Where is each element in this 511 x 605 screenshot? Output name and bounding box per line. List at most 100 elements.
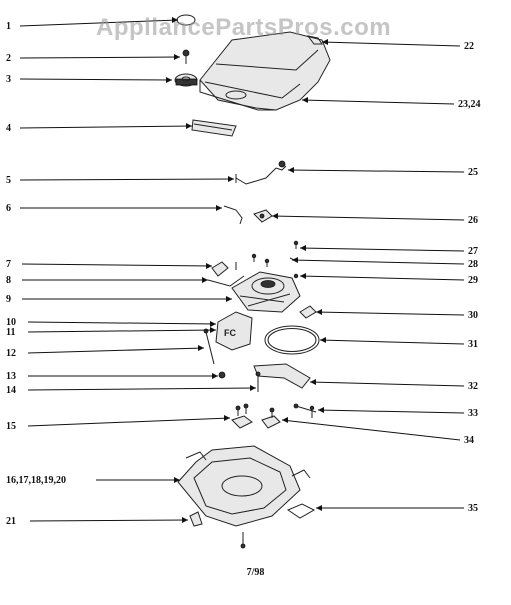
leader-arrow-right-12: [316, 505, 322, 511]
leader-arrow-left-2: [166, 77, 172, 83]
part-31-gasket: [264, 325, 320, 355]
callout-label-right-0: 22: [464, 41, 474, 52]
part-7-8-bracket: [207, 261, 245, 287]
callout-label-right-4: 27: [468, 246, 478, 257]
leader-line-left-14: [27, 417, 231, 427]
leader-line-right-1: [301, 99, 455, 105]
leader-line-right-8: [319, 339, 465, 345]
leader-line-right-2: [287, 169, 465, 173]
leader-line-right-6: [299, 275, 465, 281]
callout-label-left-11: 12: [6, 348, 16, 359]
leader-arrow-left-16: [182, 517, 188, 523]
leader-arrow-right-0: [322, 39, 328, 45]
callout-label-right-6: 29: [468, 275, 478, 286]
leader-line-left-1: [19, 56, 181, 59]
callout-label-left-12: 13: [6, 371, 16, 382]
leader-arrow-right-3: [272, 213, 278, 219]
callout-label-left-10: 11: [6, 327, 15, 338]
callout-label-right-2: 25: [468, 167, 478, 178]
leader-line-left-4: [19, 178, 235, 181]
callout-label-right-1: 23,24: [458, 99, 481, 110]
part-6-26-switch: [223, 205, 273, 225]
leader-line-left-10: [27, 329, 217, 333]
part-31-gasket-inner: [267, 328, 317, 352]
part-22-clip: [306, 35, 323, 45]
leader-arrow-left-3: [186, 123, 192, 129]
leader-arrow-left-14: [224, 415, 230, 421]
leader-arrow-right-9: [310, 379, 316, 385]
callout-label-left-9: 10: [6, 317, 16, 328]
callout-label-right-11: 34: [464, 435, 474, 446]
callout-label-left-13: 14: [6, 385, 16, 396]
leader-arrow-right-10: [318, 407, 324, 413]
callout-label-left-14: 15: [6, 421, 16, 432]
callout-label-left-0: 1: [6, 21, 11, 32]
callout-label-left-3: 4: [6, 123, 11, 134]
callout-label-left-4: 5: [6, 175, 11, 186]
leader-arrow-right-7: [316, 309, 322, 315]
leader-line-left-11: [27, 347, 205, 354]
leader-lines: [19, 17, 465, 523]
callout-label-right-12: 35: [468, 503, 478, 514]
leader-arrow-left-8: [226, 296, 232, 302]
leader-arrow-left-5: [216, 205, 222, 211]
part-bottom-screw: [240, 532, 246, 549]
part-15-bushing: [231, 403, 253, 429]
part-5-25-lever: [235, 160, 287, 185]
leader-arrow-right-1: [302, 97, 308, 103]
leader-line-left-2: [19, 78, 173, 81]
leader-line-left-3: [19, 125, 193, 129]
callout-label-left-15: 16,17,18,19,20: [6, 475, 66, 486]
callout-label-left-7: 8: [6, 275, 11, 286]
leader-arrow-right-2: [288, 167, 294, 173]
leader-line-right-5: [291, 259, 465, 265]
leader-line-left-16: [29, 519, 189, 522]
leader-line-left-0: [19, 19, 179, 27]
leader-line-left-9: [27, 321, 217, 325]
leader-arrow-left-11: [198, 345, 204, 351]
part-35-flap: [286, 503, 316, 519]
leader-arrow-left-6: [206, 263, 212, 269]
callout-label-right-3: 26: [468, 215, 478, 226]
part-16-20-base: [177, 445, 311, 527]
callout-label-right-8: 31: [468, 339, 478, 350]
part-2-screw: [182, 49, 190, 64]
callout-label-right-10: 33: [468, 408, 478, 419]
leader-arrow-right-4: [300, 245, 306, 251]
part-9-motor: [231, 271, 301, 313]
leader-arrow-right-5: [292, 257, 298, 263]
leader-arrow-left-10: [210, 327, 216, 333]
part-34-bracket: [261, 407, 281, 429]
leader-line-left-13: [27, 387, 257, 391]
part-30-clip: [299, 305, 317, 319]
svg-text:FC: FC: [224, 328, 236, 338]
callout-label-right-7: 30: [468, 310, 478, 321]
leader-arrow-left-1: [174, 54, 180, 60]
callout-label-left-5: 6: [6, 203, 11, 214]
callout-labels-right: 22 23,24 25 26 27 28 29 30 31 32 33 34 35: [458, 41, 481, 514]
callout-label-right-5: 28: [468, 259, 478, 270]
part-33-bolts: [293, 403, 317, 418]
leader-line-right-0: [321, 41, 461, 47]
callout-label-left-2: 3: [6, 74, 11, 85]
leader-arrow-left-0: [172, 17, 178, 23]
callout-label-left-1: 2: [6, 53, 11, 64]
callout-label-right-9: 32: [468, 381, 478, 392]
leader-arrow-left-13: [250, 385, 256, 391]
callout-label-left-6: 7: [6, 259, 11, 270]
leader-arrow-left-4: [228, 176, 234, 182]
leader-arrow-left-12: [212, 373, 218, 379]
part-21-latch: [189, 511, 203, 527]
part-3-gear: [174, 73, 198, 87]
leader-line-right-3: [271, 215, 465, 221]
leader-arrow-right-11: [282, 417, 288, 423]
part-4-filter: [191, 119, 237, 137]
part-23-24-cover: [199, 31, 331, 111]
page-footer-date: 7/98: [246, 567, 265, 578]
leader-line-right-7: [315, 311, 465, 316]
leader-line-left-6: [21, 263, 213, 267]
callout-label-left-16: 21: [6, 516, 16, 527]
leader-line-right-9: [309, 381, 465, 387]
leader-arrow-right-6: [300, 273, 306, 279]
